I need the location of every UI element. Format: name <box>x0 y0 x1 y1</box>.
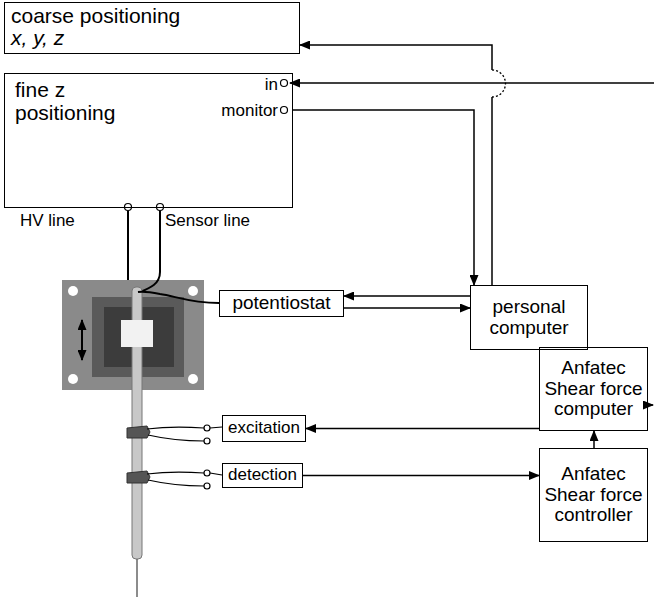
positioning-box: fine z positioning in monitor <box>4 73 293 208</box>
port-terminal <box>281 80 288 87</box>
clip-wire <box>147 427 204 429</box>
line-label: Sensor line <box>165 212 250 231</box>
signal-connector <box>293 110 474 285</box>
node-text: potentiostat <box>232 293 330 314</box>
node-text: detection <box>228 466 297 485</box>
clip-terminal <box>204 438 210 444</box>
connector-line <box>293 110 474 285</box>
positioning-box: coarse positioningx, y, z <box>4 2 300 54</box>
node-text: in <box>265 76 278 95</box>
detection-piezo-clip <box>127 471 150 483</box>
probe-holder <box>121 320 153 347</box>
controller-box: Anfatec Shear force controller <box>539 448 648 542</box>
connector-line <box>306 428 539 430</box>
signal-box: excitation <box>222 415 306 442</box>
probe-tip <box>136 559 138 597</box>
signal-connector <box>344 308 470 309</box>
connector-line <box>491 97 493 285</box>
excitation-piezo-clip <box>127 426 150 438</box>
line-label: HV line <box>20 212 75 231</box>
clip-terminal <box>204 425 210 431</box>
signal-connector <box>306 428 539 429</box>
sensor-wire <box>140 211 160 292</box>
connector-line <box>303 475 539 477</box>
node-text: Anfatec Shear force computer <box>544 358 643 421</box>
clip-terminal <box>204 470 210 476</box>
node-text: coarse positioning <box>11 4 180 27</box>
node-text: fine z positioning <box>15 78 135 124</box>
connector-line <box>593 431 595 448</box>
connector-line <box>344 295 470 297</box>
mounting-hole <box>188 286 198 296</box>
clip-wire <box>147 472 204 474</box>
node-text: Anfatec Shear force controller <box>544 464 643 527</box>
mounting-hole <box>68 286 78 296</box>
node-text: x, y, z <box>11 26 64 49</box>
signal-connector <box>594 431 595 448</box>
instrument-box: potentiostat <box>219 290 344 317</box>
node-text: excitation <box>228 419 300 438</box>
hv-wire <box>127 211 129 280</box>
connector-line <box>300 45 492 70</box>
port-terminal <box>281 107 288 114</box>
signal-connector <box>303 475 539 476</box>
motion-arrow <box>81 320 83 360</box>
port-terminal <box>157 204 164 211</box>
node-text: personal computer <box>475 297 583 339</box>
crossing-hop <box>492 70 506 97</box>
mounting-hole <box>188 374 198 384</box>
connector-line <box>344 307 470 309</box>
computer-box: Anfatec Shear force computer <box>539 347 648 431</box>
terminal-wire <box>210 473 222 475</box>
clip-wire <box>148 435 204 441</box>
computer-box: personal computer <box>470 285 588 350</box>
signal-box: detection <box>222 463 303 488</box>
mounting-hole <box>68 374 78 384</box>
clip-terminal <box>204 483 210 489</box>
input-wire <box>290 82 654 84</box>
node-text: monitor <box>221 102 278 121</box>
clip-wire <box>148 480 204 486</box>
port-terminal <box>125 204 132 211</box>
potentiostat-wire <box>138 292 219 303</box>
output-wire <box>648 404 653 406</box>
terminal-wire <box>210 427 222 428</box>
signal-connector <box>344 296 470 297</box>
